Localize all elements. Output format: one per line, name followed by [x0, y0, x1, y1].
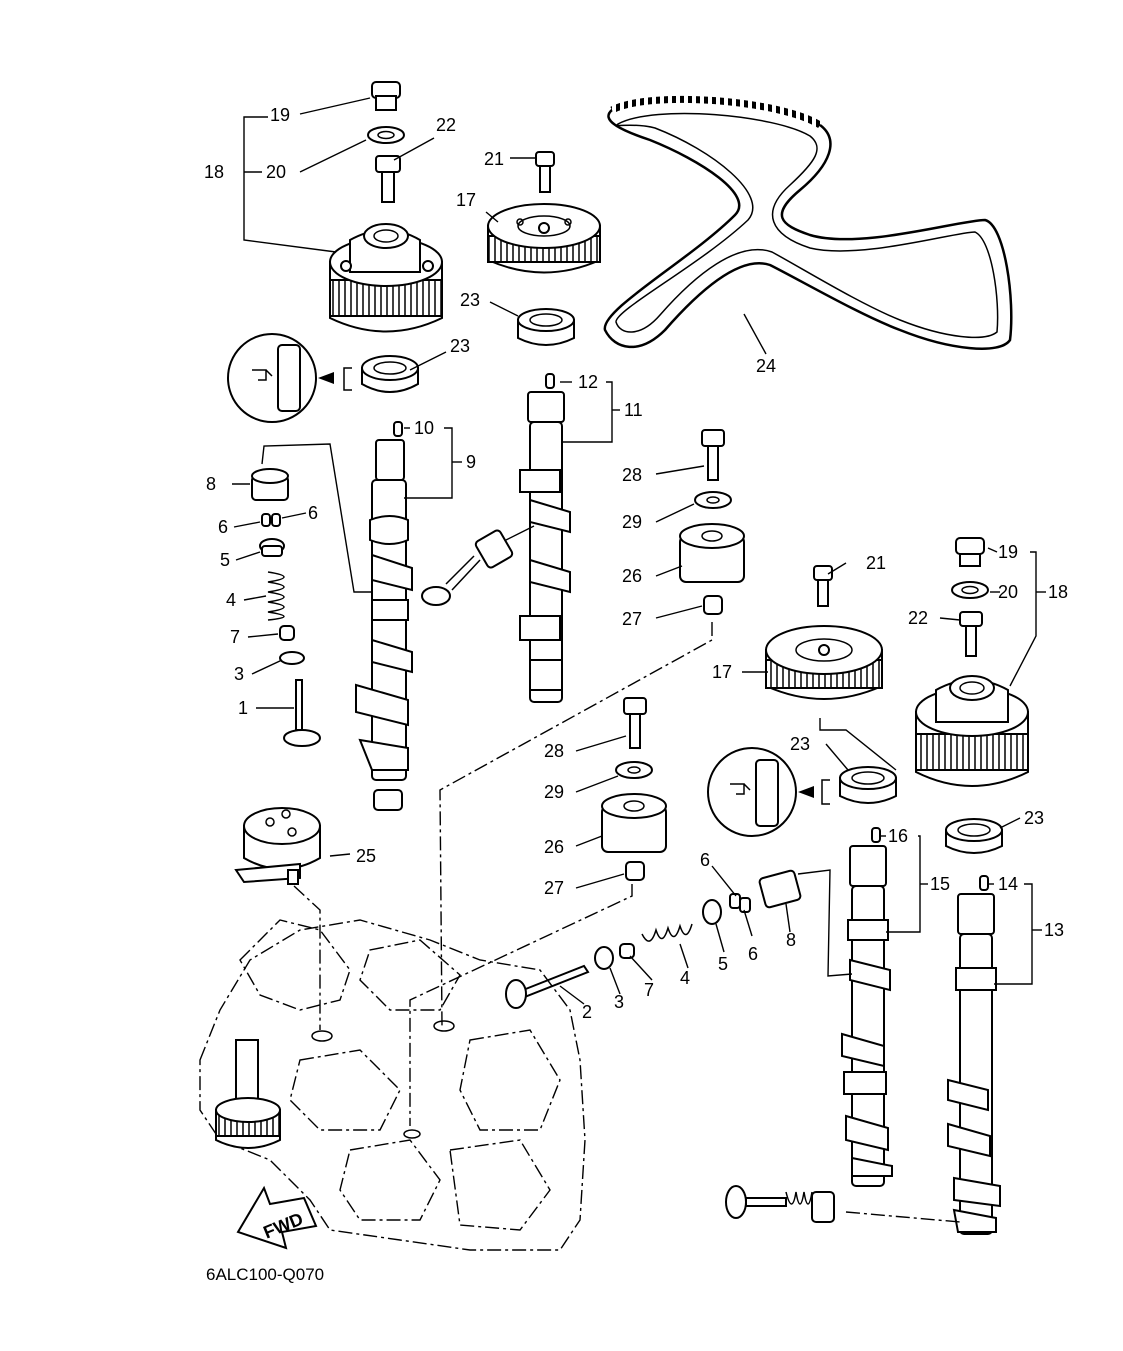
callout-22-right: 22 [908, 608, 928, 628]
callout-5-center: 5 [718, 954, 728, 974]
callout-5-left: 5 [220, 550, 230, 570]
callout-16: 16 [888, 826, 908, 846]
fwd-direction-arrow: FWD [236, 1185, 318, 1250]
callout-26-upper: 26 [622, 566, 642, 586]
valve-train-left [251, 468, 321, 747]
callout-24: 24 [756, 356, 776, 376]
callout-labels: 19 18 20 22 21 17 23 23 24 12 11 10 9 28… [204, 105, 1068, 1284]
callout-15: 15 [930, 874, 950, 894]
callout-17-center: 17 [456, 190, 476, 210]
camshaft-right-13 [947, 875, 1001, 1235]
callout-6-left-a: 6 [218, 517, 228, 537]
callout-28-lower: 28 [544, 741, 564, 761]
cam-phaser-pulley-left [329, 81, 443, 333]
callout-6-left-b: 6 [308, 503, 318, 523]
callout-8-center: 8 [786, 930, 796, 950]
callout-6-center-a: 6 [700, 850, 710, 870]
leader-lines [232, 97, 1046, 1005]
callout-3-left: 3 [234, 664, 244, 684]
callout-19-left: 19 [270, 105, 290, 125]
seal-detail-circle-right [707, 747, 830, 837]
belt-tensioner [234, 807, 321, 885]
callout-8-left: 8 [206, 474, 216, 494]
callout-21-right: 21 [866, 553, 886, 573]
callout-3-center: 3 [614, 992, 624, 1012]
callout-7-center: 7 [644, 980, 654, 1000]
callout-10: 10 [414, 418, 434, 438]
callout-21-center: 21 [484, 149, 504, 169]
camshaft-center [519, 373, 571, 703]
callout-22-left: 22 [436, 115, 456, 135]
callout-17-right: 17 [712, 662, 732, 682]
callout-25: 25 [356, 846, 376, 866]
callout-23-center: 23 [460, 290, 480, 310]
tensioner-parts-lower [601, 697, 667, 881]
tensioner-parts-upper [679, 429, 745, 615]
cylinder-head [199, 919, 586, 1251]
callout-9: 9 [466, 452, 476, 472]
callout-28-upper: 28 [622, 465, 642, 485]
oil-seal-left [361, 355, 419, 393]
valve-assembly-right [725, 1185, 835, 1223]
callout-29-upper: 29 [622, 512, 642, 532]
oil-seals-right [839, 766, 1003, 854]
callout-7-left: 7 [230, 627, 240, 647]
callout-23-right-a: 23 [790, 734, 810, 754]
callout-13: 13 [1044, 920, 1064, 940]
callout-6-center-b: 6 [748, 944, 758, 964]
callout-1: 1 [238, 698, 248, 718]
callout-20-left: 20 [266, 162, 286, 182]
callout-18-left: 18 [204, 162, 224, 182]
callout-27-lower: 27 [544, 878, 564, 898]
valve-assembly-center [421, 529, 514, 606]
cam-phaser-pulley-right [915, 537, 1029, 787]
camshaft-right-15 [841, 827, 893, 1187]
callout-12: 12 [578, 372, 598, 392]
callout-14: 14 [998, 874, 1018, 894]
cam-pulley-right [765, 565, 883, 700]
callout-20-right: 20 [998, 582, 1018, 602]
callout-2: 2 [582, 1002, 592, 1022]
callout-27-upper: 27 [622, 609, 642, 629]
callout-23-right-b: 23 [1024, 808, 1044, 828]
seal-detail-circle-left [227, 333, 352, 423]
camshaft-left [355, 421, 413, 811]
callout-23-left: 23 [450, 336, 470, 356]
callout-19-right: 19 [998, 542, 1018, 562]
callout-11: 11 [624, 400, 643, 420]
callout-29-lower: 29 [544, 782, 564, 802]
callout-4-center: 4 [680, 968, 690, 988]
callout-18-right: 18 [1048, 582, 1068, 602]
timing-belt [603, 95, 1013, 350]
callout-26-lower: 26 [544, 837, 564, 857]
alignment-lines [293, 622, 961, 1223]
callout-4-left: 4 [226, 590, 236, 610]
cam-pulley-center [487, 151, 601, 346]
diagram-code: 6ALC100-Q070 [206, 1265, 324, 1284]
valve-train-center-lower [505, 869, 802, 1009]
